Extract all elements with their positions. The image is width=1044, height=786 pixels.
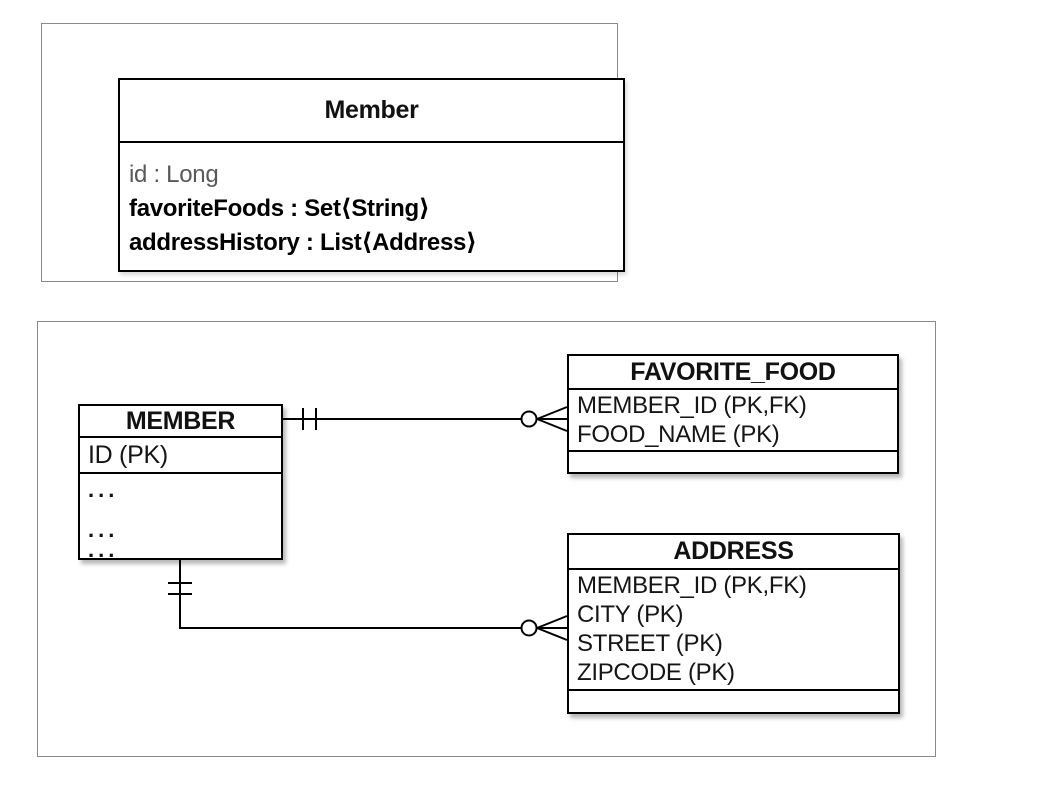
uml-attribute-id: id : Long	[129, 161, 219, 188]
erd-favorite-food-footer	[569, 450, 897, 475]
erd-row-street-pk: STREET (PK)	[577, 630, 723, 657]
uml-class-diagram-panel: Member id : Long favoriteFoods : Set⟨Str…	[41, 23, 625, 282]
erd-table-address: ADDRESS MEMBER_ID (PK,FK) CITY (PK) STRE…	[567, 533, 900, 714]
erd-row-ellipsis: ...	[88, 477, 119, 502]
uml-attribute-list: id : Long favoriteFoods : Set⟨String⟩ ad…	[120, 143, 623, 260]
erd-row-food-name-pk: FOOD_NAME (PK)	[577, 421, 780, 448]
erd-favorite-food-fields: MEMBER_ID (PK,FK) FOOD_NAME (PK)	[569, 390, 897, 450]
uml-class-title: Member	[120, 80, 623, 143]
erd-row-zipcode-pk: ZIPCODE (PK)	[577, 659, 735, 686]
erd-table-favorite-food-title: FAVORITE_FOOD	[569, 356, 897, 390]
erd-address-fields: MEMBER_ID (PK,FK) CITY (PK) STREET (PK) …	[569, 570, 898, 689]
erd-table-member-title: MEMBER	[80, 406, 281, 438]
uml-attribute-address-history: addressHistory : List⟨Address⟩	[129, 229, 477, 256]
uml-class-member: Member id : Long favoriteFoods : Set⟨Str…	[118, 78, 625, 272]
erd-row-city-pk: CITY (PK)	[577, 601, 684, 628]
erd-row-member-id-pk-fk: MEMBER_ID (PK,FK)	[577, 572, 807, 599]
erd-address-footer	[569, 689, 898, 715]
erd-row-ellipsis: ...	[88, 517, 119, 542]
erd-table-member: MEMBER ID (PK) ... ... ...	[78, 404, 283, 562]
erd-member-extra-rows: ... ... ...	[80, 474, 281, 562]
erd-table-favorite-food: FAVORITE_FOOD MEMBER_ID (PK,FK) FOOD_NAM…	[567, 354, 899, 474]
erd-row-member-id-pk-fk: MEMBER_ID (PK,FK)	[577, 392, 807, 419]
uml-attribute-favorite-foods: favoriteFoods : Set⟨String⟩	[129, 195, 430, 222]
erd-row-member-id: ID (PK)	[80, 438, 281, 474]
erd-row-ellipsis: ...	[88, 537, 119, 562]
erd-table-address-title: ADDRESS	[569, 535, 898, 570]
